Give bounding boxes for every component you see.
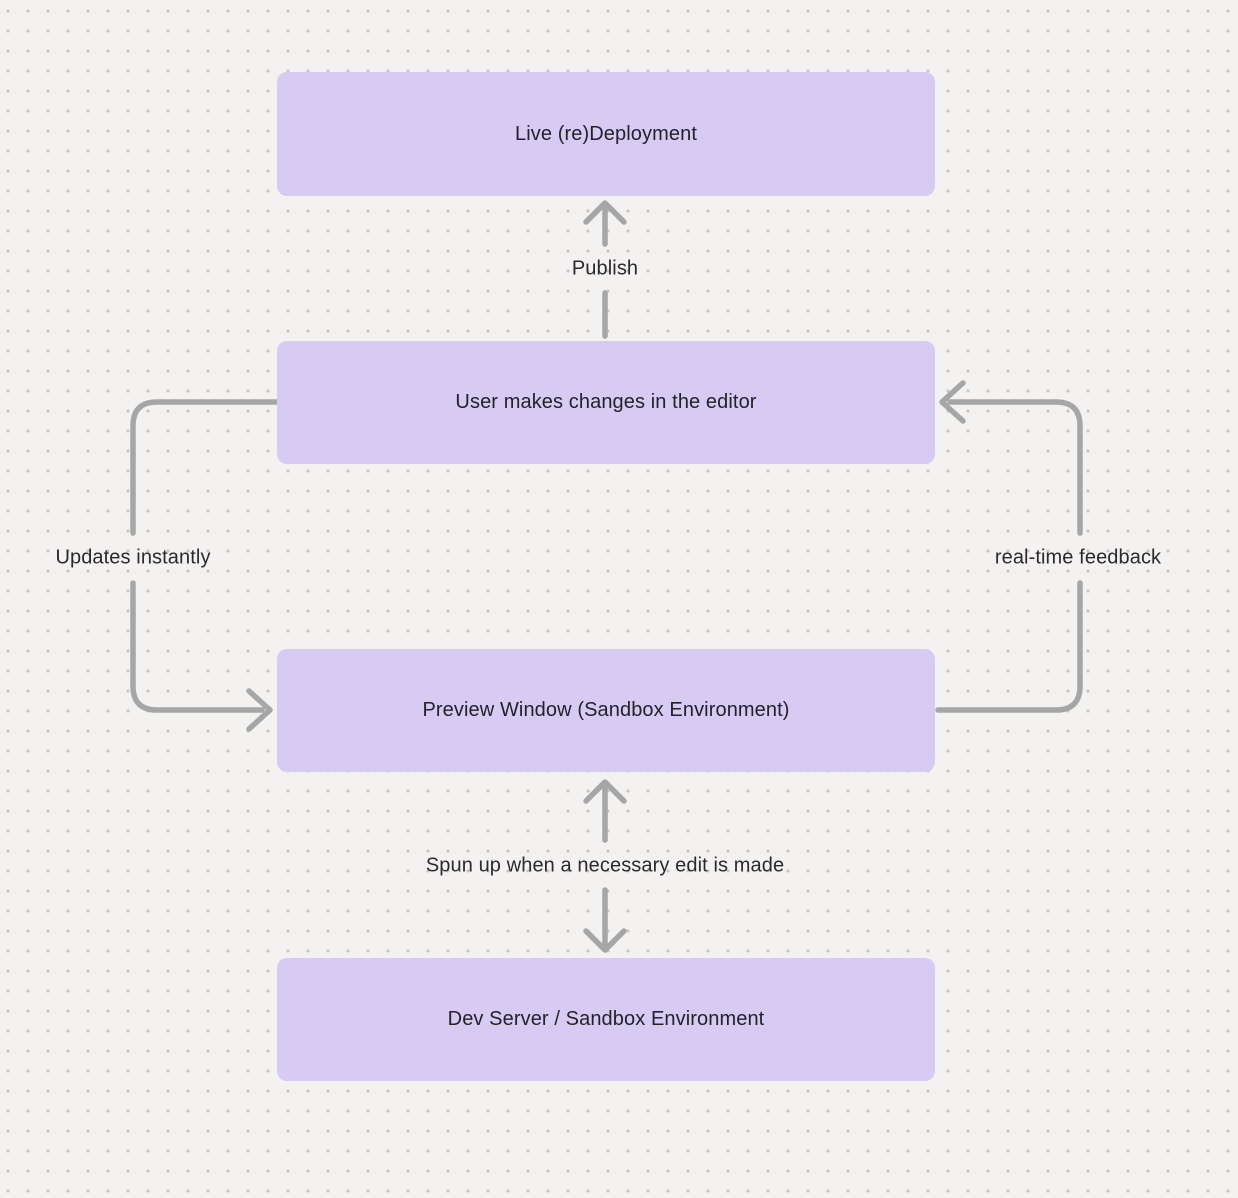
node-dev-server-label: Dev Server / Sandbox Environment: [447, 1008, 765, 1030]
node-preview-window: Preview Window (Sandbox Environment): [277, 649, 935, 772]
node-live-redeployment: Live (re)Deployment: [277, 72, 935, 196]
edge-publish: [583, 200, 627, 339]
edge-spun-up: [583, 779, 627, 953]
node-preview-window-label: Preview Window (Sandbox Environment): [422, 699, 790, 721]
edge-label-spun-up: Spun up when a necessary edit is made: [425, 854, 785, 877]
node-user-editor-label: User makes changes in the editor: [455, 391, 757, 413]
edge-updates-segment-top: [130, 399, 280, 536]
arrow-left-icon: [939, 380, 966, 424]
edge-label-updates-instantly: Updates instantly: [55, 546, 211, 569]
edge-feedback-segment-top: [947, 399, 1083, 536]
arrow-right-icon: [246, 688, 273, 732]
arrow-up-icon: [583, 779, 627, 804]
node-dev-server: Dev Server / Sandbox Environment: [277, 958, 935, 1081]
edge-realtime-feedback: [935, 380, 1083, 713]
edge-updates-instantly: [130, 399, 280, 732]
edge-updates-segment-bottom: [130, 580, 265, 713]
node-live-redeployment-label: Live (re)Deployment: [515, 122, 697, 145]
arrow-down-icon: [583, 928, 627, 953]
edge-label-realtime-feedback: real-time feedback: [994, 546, 1162, 569]
node-user-editor: User makes changes in the editor: [277, 341, 935, 464]
edge-feedback-segment-bottom: [935, 580, 1083, 713]
arrow-up-icon: [583, 200, 627, 225]
edge-label-publish: Publish: [571, 257, 639, 280]
